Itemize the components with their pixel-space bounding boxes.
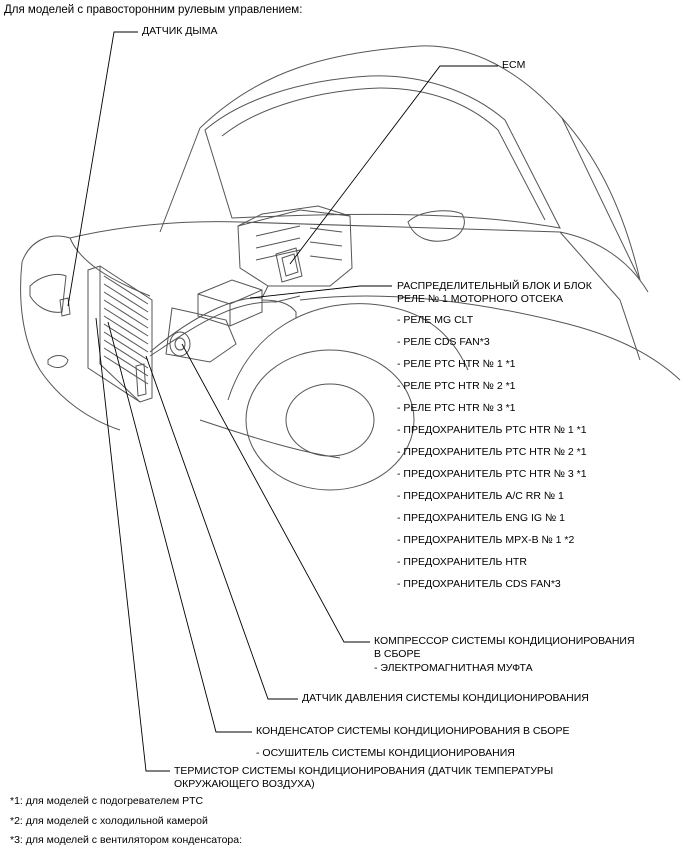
front-wheel xyxy=(245,349,415,491)
label-condenser: КОНДЕНСАТОР СИСТЕМЫ КОНДИЦИОНИРОВАНИЯ В … xyxy=(256,725,570,737)
body-lower-line xyxy=(199,419,341,459)
label-thermistor-line1: ТЕРМИСТОР СИСТЕМЫ КОНДИЦИОНИРОВАНИЯ (ДАТ… xyxy=(174,765,554,777)
ecm-box-face xyxy=(281,253,299,277)
compressor-pulley-inner xyxy=(174,337,186,351)
leader-lines xyxy=(67,31,498,772)
engine-block xyxy=(165,307,237,363)
page-header: Для моделей с правосторонним рулевым упр… xyxy=(4,4,303,16)
relay-block-item: - ПРЕДОХРАНИТЕЛЬ PTC HTR № 3 *1 xyxy=(397,468,587,480)
front-wheel-hub xyxy=(285,383,375,457)
refrigerant-line-b xyxy=(149,295,301,357)
refrigerant-line-c xyxy=(261,299,297,318)
hood-outline xyxy=(69,221,649,293)
label-compressor-line1: КОМПРЕССОР СИСТЕМЫ КОНДИЦИОНИРОВАНИЯ xyxy=(374,635,635,647)
wheel-arch xyxy=(227,303,469,401)
relay-block-top xyxy=(197,289,263,326)
fog-lamp xyxy=(47,355,69,368)
label-compressor-item: - ЭЛЕКТРОМАГНИТНАЯ МУФТА xyxy=(374,662,533,674)
compressor-pulley xyxy=(169,331,191,357)
roof-outline xyxy=(199,45,641,281)
relay-block-item: - ПРЕДОХРАНИТЕЛЬ ENG IG № 1 xyxy=(397,512,566,524)
leader-ecm xyxy=(289,65,498,265)
relay-block-item: - ПРЕДОХРАНИТЕЛЬ PTC HTR № 2 *1 xyxy=(397,446,587,458)
hvac-unit xyxy=(237,209,353,287)
fender-line xyxy=(299,295,681,381)
leader-compressor xyxy=(181,343,370,643)
a-pillar-right xyxy=(561,117,641,281)
relay-block-item: - ПРЕДОХРАНИТЕЛЬ A/C RR № 1 xyxy=(397,490,564,502)
hvac-unit-top xyxy=(237,205,351,227)
relay-block-item: - ПРЕДОХРАНИТЕЛЬ CDS FAN*3 xyxy=(397,578,561,590)
label-ecm: ECM xyxy=(502,59,526,71)
relay-block-item: - ПРЕДОХРАНИТЕЛЬ MPX-B № 1 *2 xyxy=(397,534,575,546)
relay-block-item: - РЕЛЕ PTC HTR № 1 *1 xyxy=(397,358,516,370)
relay-block-item: - РЕЛЕ PTC HTR № 3 *1 xyxy=(397,402,516,414)
receiver-dryer xyxy=(135,363,147,397)
condenser-side xyxy=(87,266,141,403)
label-condenser-item: - ОСУШИТЕЛЬ СИСТЕМЫ КОНДИЦИОНИРОВАНИЯ xyxy=(256,747,515,759)
rear-door-edge xyxy=(559,231,641,361)
label-relay-block-line1: РАСПРЕДЕЛИТЕЛЬНЫЙ БЛОК И БЛОК xyxy=(397,280,592,292)
hvac-ribs xyxy=(255,225,343,261)
relay-block-item: - ПРЕДОХРАНИТЕЛЬ HTR xyxy=(397,556,527,568)
smoke-sensor xyxy=(59,297,71,317)
leader-smoke-sensor xyxy=(67,31,138,307)
footnote: *3: для моделей с вентилятором конденсат… xyxy=(10,834,243,846)
a-pillar-left xyxy=(159,127,201,233)
relay-block xyxy=(197,279,263,327)
footnote: *1: для моделей с подогревателем PTC xyxy=(10,795,204,807)
front-bumper xyxy=(20,235,121,431)
label-pressure-sensor: ДАТЧИК ДАВЛЕНИЯ СИСТЕМЫ КОНДИЦИОНИРОВАНИ… xyxy=(302,692,589,704)
relay-block-item: - РЕЛЕ CDS FAN*3 xyxy=(397,336,490,348)
leader-pressure-sensor xyxy=(145,355,298,700)
leader-thermistor xyxy=(95,317,170,772)
windshield-outline xyxy=(204,75,561,229)
leader-relay-block xyxy=(249,285,392,299)
relay-block-item: - РЕЛЕ PTC HTR № 2 *1 xyxy=(397,380,516,392)
label-compressor-line2: В СБОРЕ xyxy=(374,648,421,660)
label-relay-block-line2: РЕЛЕ № 1 МОТОРНОГО ОТСЕКА xyxy=(397,293,564,305)
label-thermistor-line2: ОКРУЖАЮЩЕГО ВОЗДУХА) xyxy=(174,778,315,790)
ecm-box xyxy=(275,247,303,283)
condenser-fins xyxy=(103,275,149,385)
relay-block-item: - РЕЛЕ MG CLT xyxy=(397,314,474,326)
footnote: *2: для моделей с холодильной камерой xyxy=(10,815,208,827)
label-smoke-sensor: ДАТЧИК ДЫМА xyxy=(142,25,218,37)
windshield-inner xyxy=(221,87,546,221)
leader-condenser xyxy=(107,321,252,733)
refrigerant-line-a xyxy=(149,285,269,353)
relay-block-item: - ПРЕДОХРАНИТЕЛЬ PTC HTR № 1 *1 xyxy=(397,424,587,436)
